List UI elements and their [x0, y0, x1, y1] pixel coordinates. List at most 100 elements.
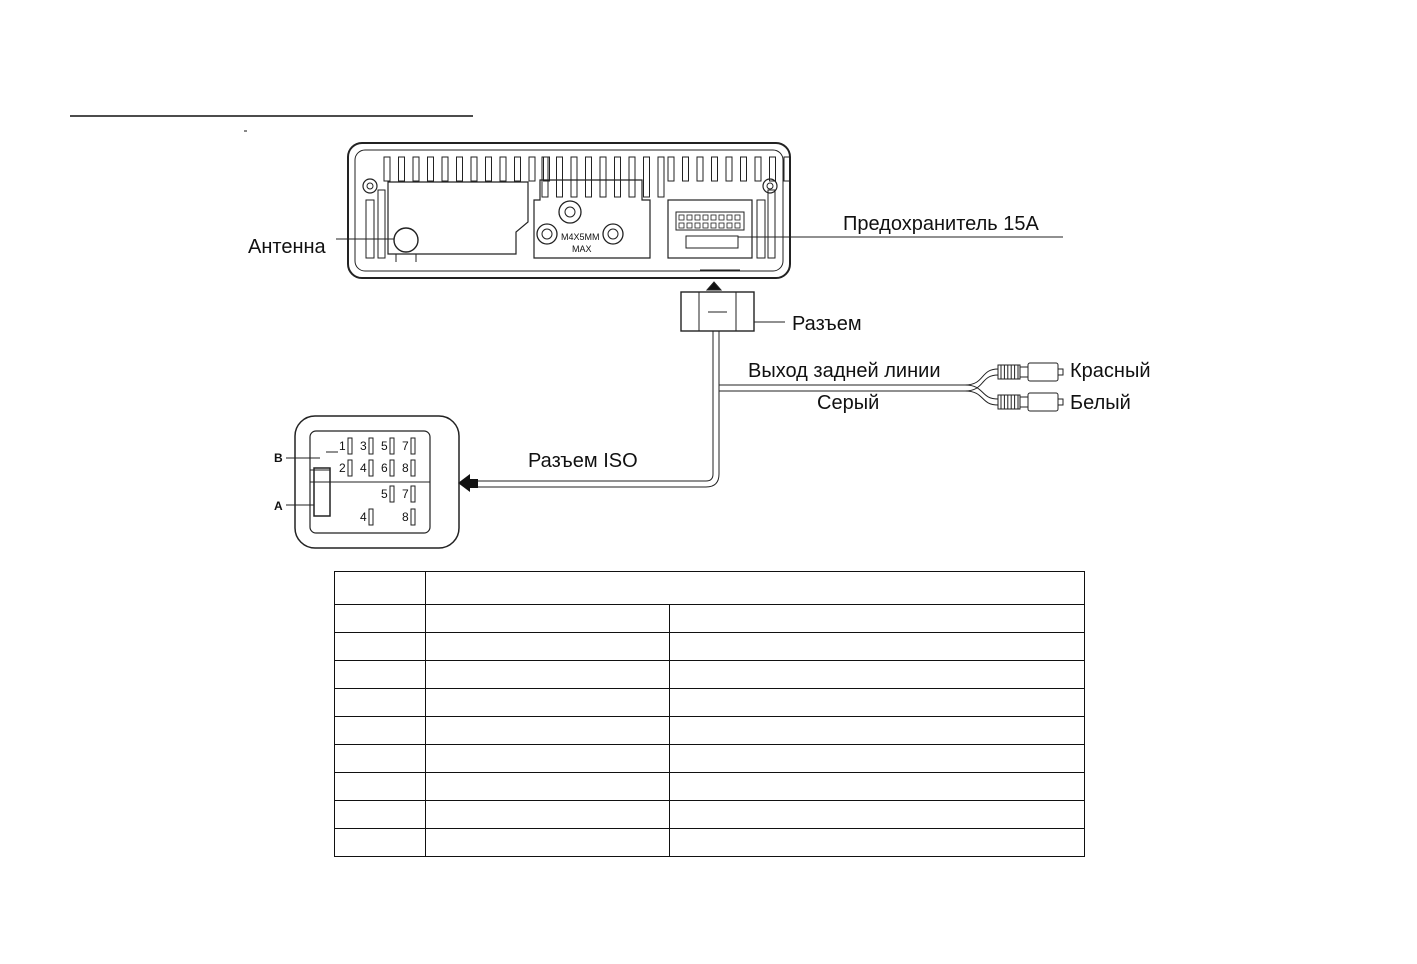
vent-slot [585, 156, 592, 198]
row-a-label: A [274, 499, 283, 513]
iso-pin-number: 3 [360, 439, 367, 453]
rca-plug-red [997, 362, 1064, 382]
vent-slot [499, 156, 507, 182]
vent-slot [543, 156, 550, 182]
iso-pin-number: 2 [339, 461, 346, 475]
iso-pin [389, 485, 395, 503]
table-cell [334, 800, 426, 829]
vent-slot [441, 156, 449, 182]
connector-pin [686, 222, 693, 229]
vent-slot [740, 156, 747, 182]
iso-pin [410, 459, 416, 477]
iso-pin [347, 437, 353, 455]
table-cell [334, 604, 426, 633]
table-cell [425, 632, 670, 661]
connector-pin [678, 222, 685, 229]
antenna-label: Антенна [248, 236, 327, 258]
table-cell [669, 688, 1085, 717]
table-header-row [334, 571, 1085, 605]
vent-slot [725, 156, 733, 182]
iso-pin [410, 485, 416, 503]
fuse-label: Предохранитель 15А [843, 213, 1040, 235]
connector-pin [710, 214, 717, 221]
table-row [334, 800, 1085, 829]
table-row [334, 632, 1085, 661]
table-cell [334, 828, 426, 857]
iso-pin [368, 508, 374, 526]
table-cell [334, 660, 426, 689]
iso-pin-number: 6 [381, 461, 388, 475]
table-cell [334, 772, 426, 801]
table-cell [669, 660, 1085, 689]
connector-pin [694, 222, 701, 229]
table-header-cell [425, 571, 1085, 605]
iso-pin-number: 4 [360, 461, 367, 475]
vent-slot [383, 156, 391, 182]
rca-cable [719, 368, 999, 406]
connector-pin [734, 222, 741, 229]
table-cell [669, 604, 1085, 633]
iso-pin [410, 437, 416, 455]
unit-marking-bottom: MAX [572, 244, 592, 254]
iso-pin [410, 508, 416, 526]
connector-pin [678, 214, 685, 221]
vent-slot [769, 156, 776, 182]
table-cell [334, 716, 426, 745]
vent-slot [614, 156, 621, 198]
vent-slot [541, 156, 549, 198]
vent-slot [514, 156, 521, 182]
table-row [334, 828, 1085, 857]
table-header-cell [334, 571, 426, 605]
table-row [334, 660, 1085, 689]
table-row [334, 688, 1085, 717]
table-cell [425, 716, 670, 745]
connector-pins [678, 214, 741, 229]
table-cell [425, 828, 670, 857]
vent-slot [556, 156, 563, 198]
table-cell [334, 688, 426, 717]
table-cell [669, 828, 1085, 857]
vent-slot [456, 156, 463, 182]
table-row [334, 604, 1085, 633]
iso-connector-block [294, 415, 460, 549]
connector-pin [718, 214, 725, 221]
table-cell [334, 632, 426, 661]
table-cell [425, 604, 670, 633]
vent-slot [696, 156, 704, 182]
connector-pin [710, 222, 717, 229]
connector-pin [694, 214, 701, 221]
vent-slots [383, 156, 791, 198]
connector-pin [734, 214, 741, 221]
vent-slot [711, 156, 718, 182]
vent-slot [667, 156, 675, 182]
table-cell [669, 772, 1085, 801]
connector-plug [680, 281, 755, 332]
table-cell [425, 800, 670, 829]
iso-pin [368, 459, 374, 477]
vent-slot [412, 156, 420, 182]
connector-label: Разъем [792, 313, 862, 335]
iso-pin-number: 1 [339, 439, 346, 453]
iso-pin-number: 8 [402, 510, 409, 524]
table-cell [425, 744, 670, 773]
table-row [334, 744, 1085, 773]
table-cell [669, 716, 1085, 745]
table-row [334, 772, 1085, 801]
iso-pin [389, 459, 395, 477]
table-cell [425, 660, 670, 689]
connector-pin [702, 214, 709, 221]
connector-pin [726, 222, 733, 229]
table-cell [425, 688, 670, 717]
antenna-socket [393, 227, 419, 253]
fuse-holder [685, 235, 739, 249]
vent-slot [427, 156, 434, 182]
vent-slot [783, 156, 791, 182]
iso-arrow-tail [470, 479, 478, 488]
connector-pin [718, 222, 725, 229]
iso-arrow-icon [458, 474, 470, 492]
iso-pin-number: 7 [402, 487, 409, 501]
vent-slot [398, 156, 405, 182]
table-row [334, 716, 1085, 745]
rca-plug-white [997, 392, 1064, 412]
